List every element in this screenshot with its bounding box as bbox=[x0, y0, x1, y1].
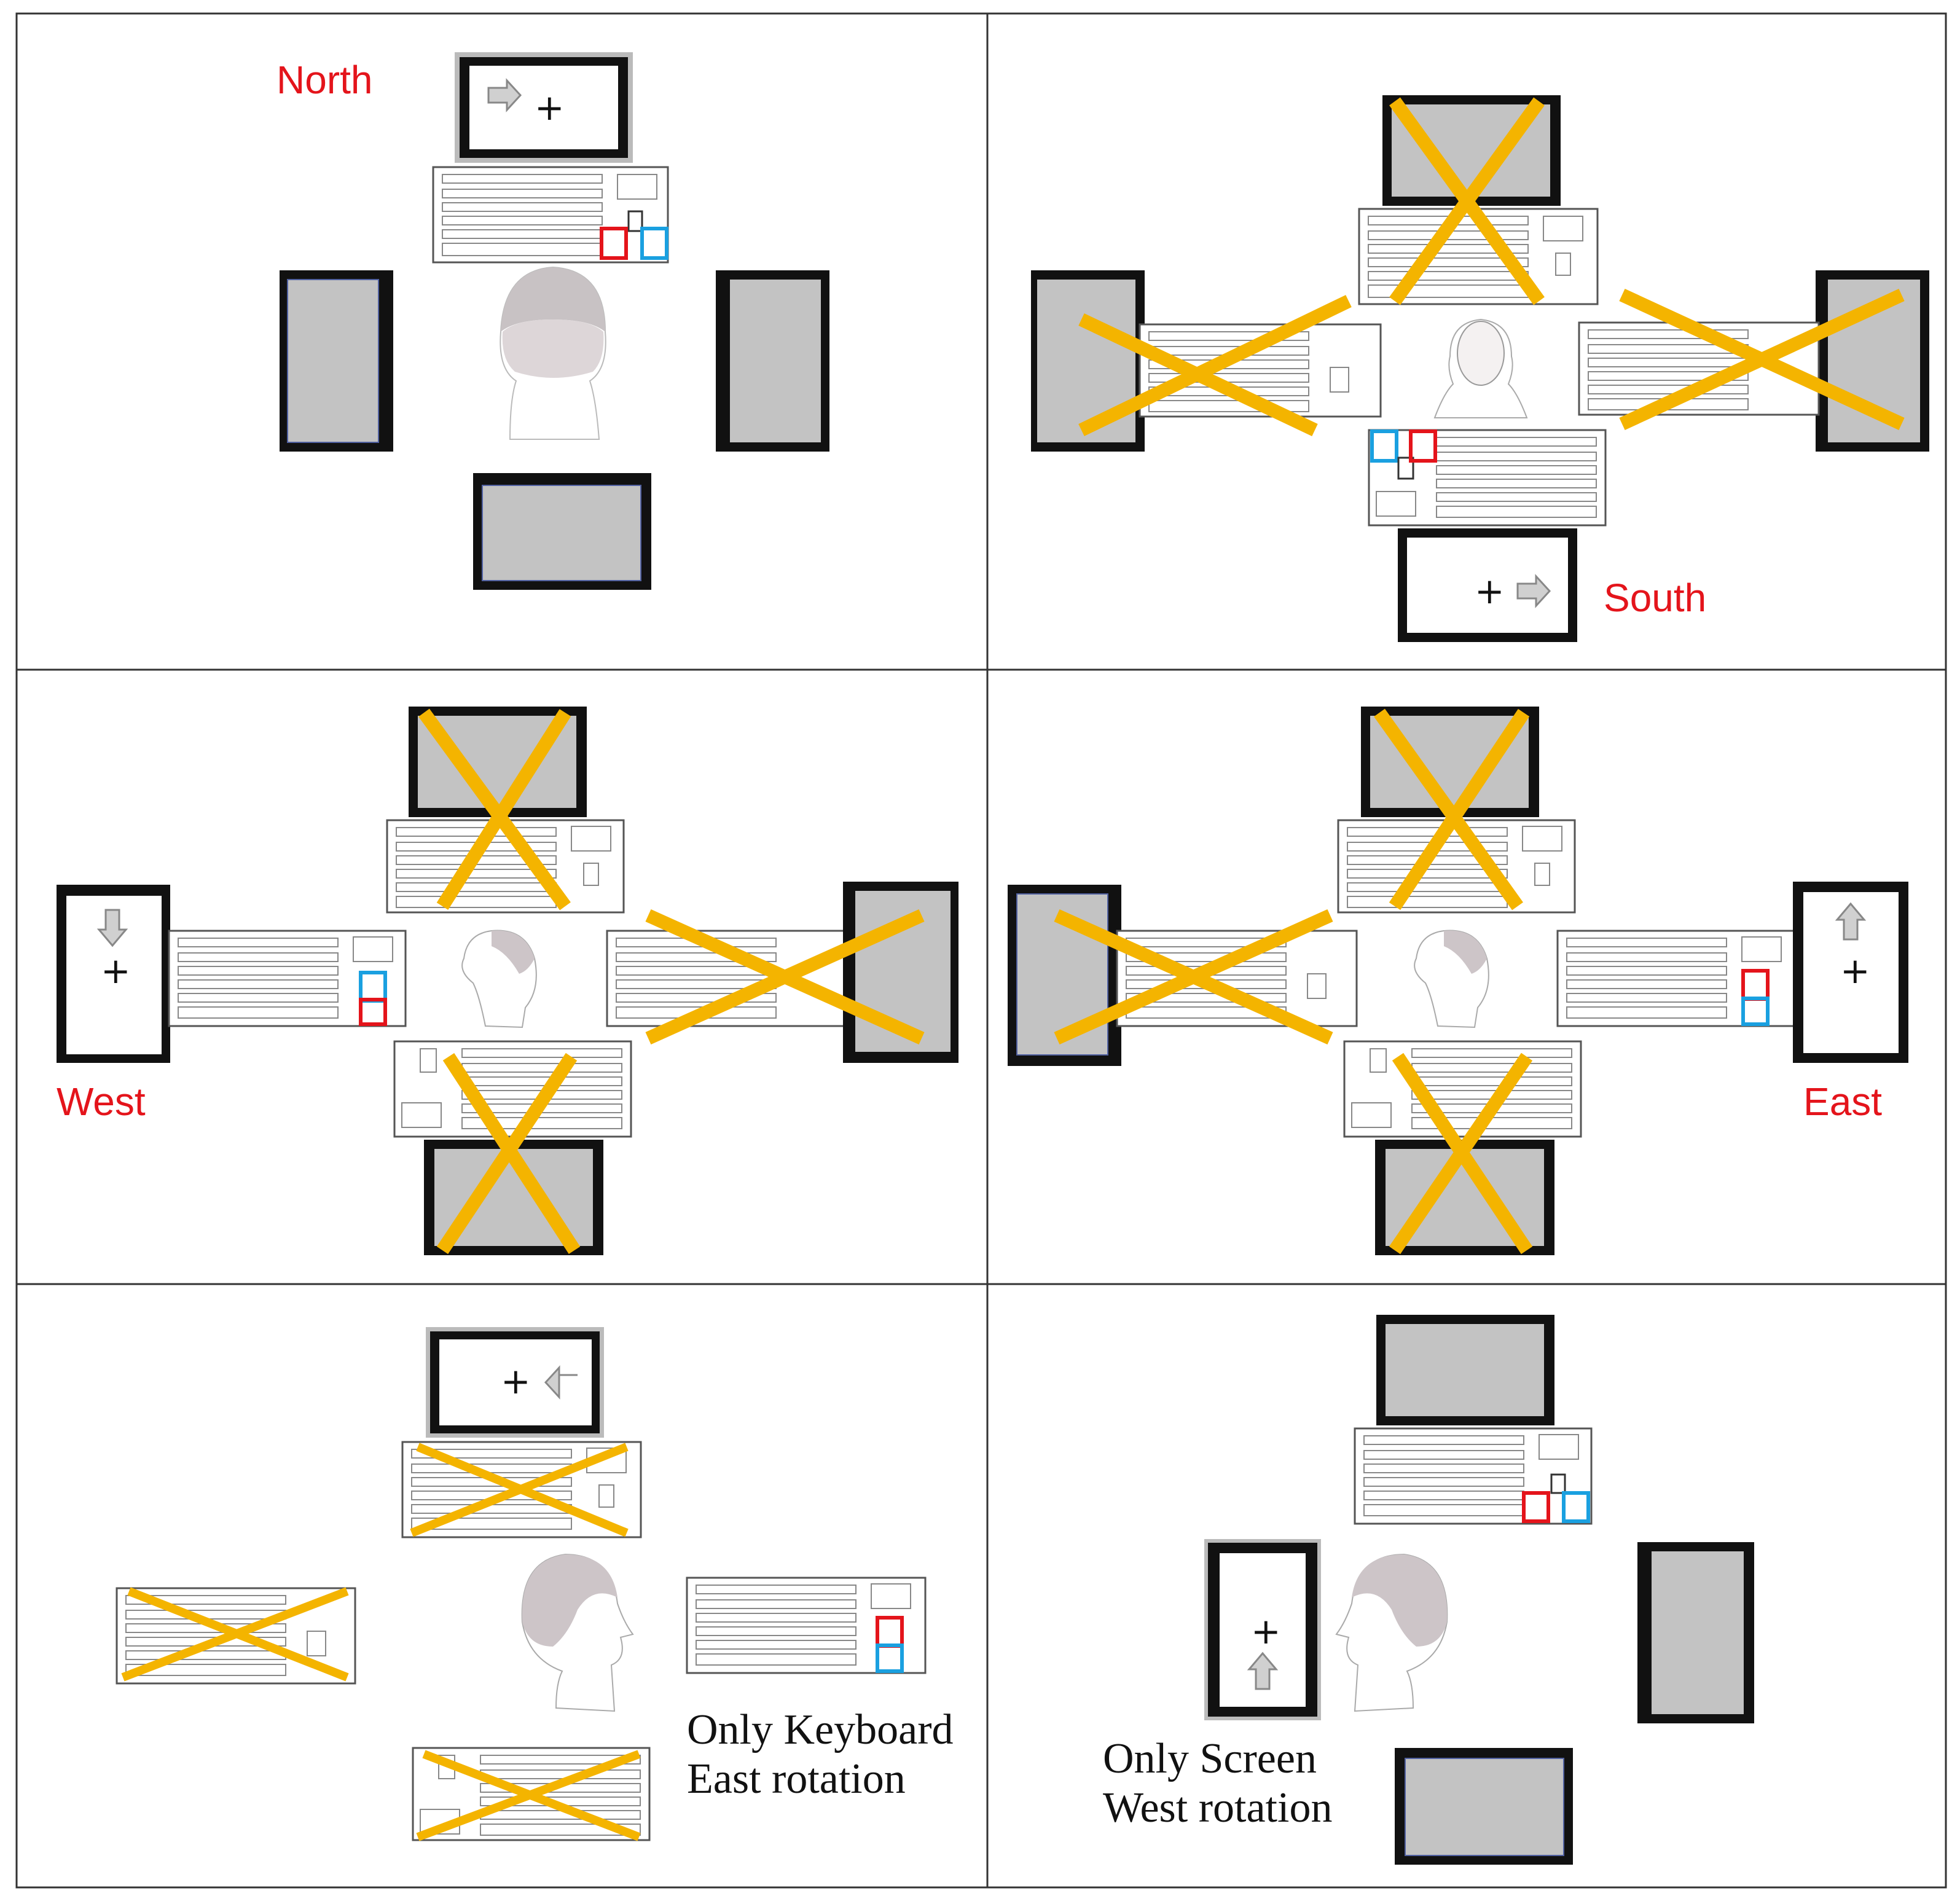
keyboard-bottom bbox=[1368, 429, 1607, 527]
head-left-profile-icon bbox=[1335, 1553, 1448, 1712]
cross-left bbox=[1078, 295, 1352, 436]
direction-label-east: East bbox=[1803, 1079, 1882, 1124]
panel-east: + East bbox=[1008, 707, 1908, 1255]
screen-left bbox=[280, 270, 393, 452]
screen-right bbox=[1637, 1542, 1754, 1723]
caption-line-2: West rotation bbox=[1103, 1784, 1332, 1832]
screen-right bbox=[1816, 270, 1929, 452]
cross-right bbox=[1619, 289, 1905, 430]
screen-top bbox=[1376, 1315, 1554, 1425]
head-back-icon bbox=[500, 266, 606, 440]
cross-marks bbox=[1054, 708, 1533, 1255]
cross-left bbox=[1054, 909, 1333, 1045]
keyboard-right bbox=[1556, 930, 1800, 1027]
cross-top bbox=[1374, 708, 1523, 911]
down-arrow-key bbox=[876, 1643, 904, 1673]
left-arrow-icon bbox=[544, 1365, 578, 1400]
cross-marks bbox=[1078, 97, 1905, 436]
keyboard-left bbox=[168, 930, 407, 1027]
up-arrow-key bbox=[627, 210, 643, 232]
screen-left bbox=[1031, 270, 1145, 452]
up-arrow-icon bbox=[1247, 1651, 1279, 1690]
panel-south: + South bbox=[1031, 95, 1929, 642]
screen-bottom: + bbox=[1398, 528, 1577, 642]
down-arrow-icon bbox=[96, 909, 128, 947]
keyboard-top bbox=[1337, 819, 1576, 914]
direction-label-north: North bbox=[276, 58, 373, 102]
left-arrow-key bbox=[1522, 1491, 1550, 1523]
cross-left bbox=[121, 1587, 349, 1682]
panel-keyboard-east: + bbox=[116, 1327, 954, 1841]
keyboard-left bbox=[1116, 930, 1358, 1027]
screen-left: + bbox=[57, 885, 170, 1063]
cross-right bbox=[645, 909, 925, 1045]
screen-bottom bbox=[473, 473, 651, 590]
screen-bottom bbox=[1395, 1748, 1573, 1865]
down-arrow-key bbox=[359, 998, 387, 1026]
keyboard-bottom bbox=[393, 1040, 632, 1138]
right-arrow-icon bbox=[487, 78, 522, 112]
direction-label-west: West bbox=[57, 1079, 146, 1124]
right-arrow-icon bbox=[1516, 574, 1551, 608]
left-arrow-key bbox=[600, 227, 628, 260]
up-arrow-icon bbox=[1835, 902, 1867, 941]
cross-top bbox=[410, 1443, 629, 1537]
cross-bottom bbox=[1389, 1052, 1533, 1255]
panel-west: + West bbox=[57, 707, 958, 1255]
caption-line-1: Only Keyboard bbox=[687, 1706, 954, 1753]
head-profile-icon bbox=[461, 930, 537, 1028]
panel-grid bbox=[15, 12, 1947, 1889]
cross-top bbox=[436, 709, 571, 910]
fixation-cross: + bbox=[535, 87, 565, 128]
up-arrow-key bbox=[1550, 1473, 1566, 1494]
fixation-cross: + bbox=[1251, 1610, 1281, 1652]
keyboard-top bbox=[1354, 1427, 1593, 1525]
screen-right bbox=[716, 270, 829, 452]
keyboard-right bbox=[686, 1577, 927, 1674]
outer-border bbox=[15, 12, 1947, 1889]
cross-marks bbox=[121, 1443, 641, 1841]
cross-marks bbox=[418, 708, 925, 1255]
head-profile-icon bbox=[1414, 930, 1489, 1028]
fixation-cross: + bbox=[1475, 570, 1505, 612]
head-right-profile-icon bbox=[521, 1553, 634, 1712]
cross-screen-top bbox=[1389, 97, 1545, 305]
panel-screen-west: + Only Screen West rotation bbox=[1103, 1315, 1754, 1865]
right-arrow-key bbox=[1562, 1491, 1590, 1523]
direction-label-south: South bbox=[1604, 576, 1706, 620]
left-arrow-key bbox=[1370, 429, 1398, 463]
fixation-cross: + bbox=[101, 950, 131, 992]
fixation-cross: + bbox=[1840, 950, 1870, 992]
keyboard-top bbox=[432, 166, 669, 264]
cross-bottom bbox=[436, 1052, 578, 1255]
screen-right: + bbox=[1793, 882, 1908, 1063]
cross-top bbox=[418, 708, 571, 911]
screen-left: + bbox=[1204, 1539, 1321, 1720]
screen-top: + bbox=[455, 52, 633, 163]
panel-north: North + bbox=[276, 52, 829, 590]
caption-line-1: Only Screen bbox=[1103, 1735, 1317, 1782]
right-arrow-key bbox=[1409, 429, 1437, 463]
head-front-icon bbox=[1433, 318, 1528, 418]
fixation-cross: + bbox=[501, 1360, 531, 1402]
caption-line-2: East rotation bbox=[687, 1755, 906, 1803]
right-arrow-key bbox=[640, 227, 668, 260]
cross-bottom bbox=[416, 1750, 641, 1841]
keyboard-bottom bbox=[1343, 1040, 1582, 1138]
down-arrow-key bbox=[1741, 997, 1770, 1026]
cross-top bbox=[1389, 708, 1530, 911]
screen-top: + bbox=[426, 1327, 604, 1438]
